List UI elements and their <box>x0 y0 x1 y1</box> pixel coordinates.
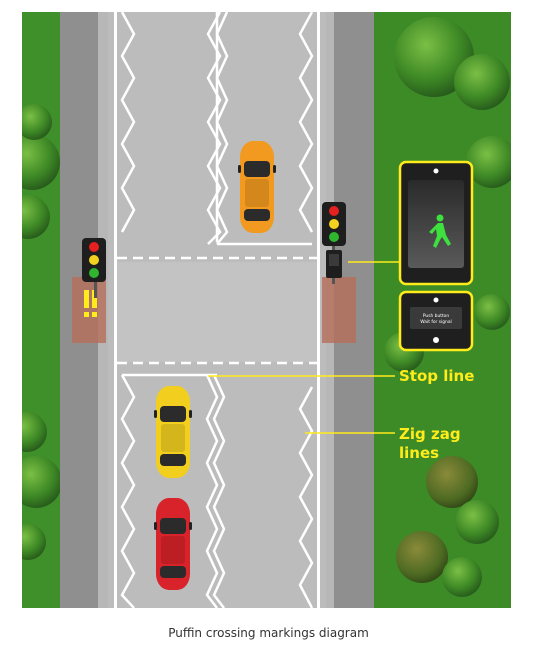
car-orange <box>238 141 276 233</box>
zig-zag-label-line2: lines <box>399 444 439 462</box>
traffic-light-icon <box>322 202 346 284</box>
push-button-panel: Push button Wait for signal <box>398 290 474 352</box>
tactile-paving-left <box>72 277 106 343</box>
push-button-icon <box>410 307 462 329</box>
zig-zag-lines-lower <box>120 373 314 608</box>
tactile-paving-right <box>322 277 356 343</box>
left-trees <box>22 104 62 560</box>
stop-line-label: Stop line <box>399 367 474 385</box>
traffic-light-icon <box>82 238 106 298</box>
car-yellow <box>154 386 192 478</box>
warning-marks-icon <box>84 290 97 317</box>
button-text-2: Wait for signal <box>420 319 452 325</box>
pedestrian-signal-panel <box>398 160 474 286</box>
crossing-area <box>117 262 317 362</box>
car-red <box>154 498 192 590</box>
zig-zag-lines-upper <box>120 12 314 245</box>
puffin-crossing-diagram: Push button Wait for signal Stop line Zi… <box>22 12 511 608</box>
diagram-caption: Puffin crossing markings diagram <box>168 626 369 640</box>
pedestrian-green-icon <box>429 214 451 248</box>
button-text-1: Push button <box>423 313 450 319</box>
zig-zag-label-line1: Zig zag <box>399 425 461 443</box>
